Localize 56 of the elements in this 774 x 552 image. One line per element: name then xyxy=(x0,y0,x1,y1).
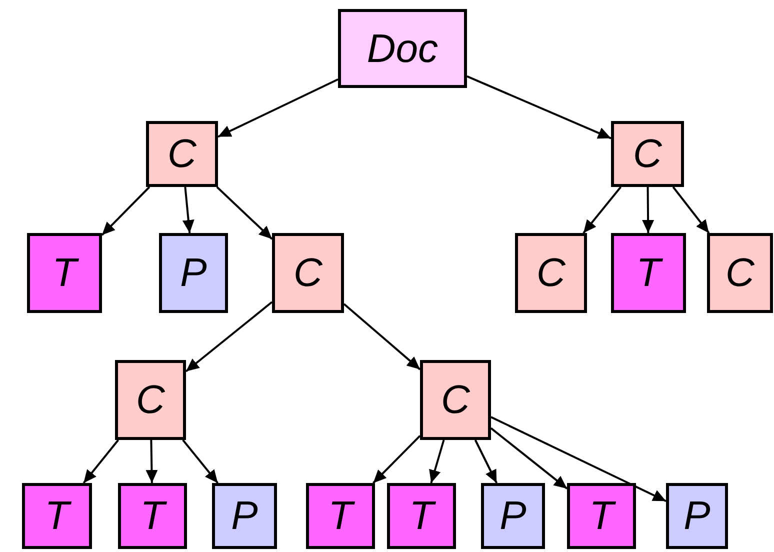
tree-node-box xyxy=(338,9,467,88)
arrow xyxy=(182,186,194,234)
node-label: Doc xyxy=(366,28,438,68)
tree-node-box xyxy=(159,233,228,313)
node-label: P xyxy=(500,496,526,536)
tree-node-box xyxy=(666,483,728,549)
arrow xyxy=(429,440,445,484)
tree-node-box xyxy=(115,360,186,440)
node-label: C xyxy=(441,380,470,420)
node-label: T xyxy=(52,253,77,293)
arrow xyxy=(218,78,338,138)
node-label: T xyxy=(44,496,70,536)
arrow xyxy=(490,427,568,490)
node-label: T xyxy=(589,496,614,536)
arrow xyxy=(185,301,273,372)
node-label: C xyxy=(726,253,754,293)
tree-node-box xyxy=(27,233,102,313)
node-label: P xyxy=(231,496,258,536)
tree-node-box xyxy=(611,121,684,187)
arrow xyxy=(372,435,421,484)
tree-node-box xyxy=(481,483,545,549)
arrow xyxy=(672,186,710,234)
node-label: C xyxy=(536,253,566,293)
arrow xyxy=(101,186,150,236)
arrow xyxy=(466,75,612,140)
node-label: T xyxy=(140,496,165,536)
node-label: C xyxy=(294,253,322,293)
arrow xyxy=(182,439,219,484)
tree-node-box xyxy=(387,483,456,549)
node-label: T xyxy=(409,496,434,536)
node-label: C xyxy=(168,134,196,174)
tree-node-box xyxy=(22,483,92,549)
node-label: C xyxy=(136,380,165,420)
node-label: C xyxy=(633,134,662,174)
arrow xyxy=(490,416,666,502)
arrow xyxy=(216,186,273,240)
tree-node-box xyxy=(306,483,375,549)
arrow xyxy=(642,186,654,234)
arrow xyxy=(82,439,120,484)
arrow xyxy=(474,440,498,484)
tree-node-box xyxy=(212,483,277,549)
tree-node-box xyxy=(420,360,491,440)
arrow xyxy=(146,440,158,484)
node-label: P xyxy=(180,253,207,293)
tree-node-box xyxy=(118,483,187,549)
node-label: P xyxy=(684,496,710,536)
node-label: T xyxy=(328,496,353,536)
tree-node-box xyxy=(567,483,636,549)
arrow xyxy=(582,186,622,234)
arrow xyxy=(343,303,421,370)
tree-node-box xyxy=(272,233,344,313)
tree-node-box xyxy=(146,121,218,187)
tree-node-box xyxy=(611,233,686,313)
tree-node-box xyxy=(707,233,773,313)
tree-node-box xyxy=(515,233,587,313)
node-label: T xyxy=(636,253,661,293)
